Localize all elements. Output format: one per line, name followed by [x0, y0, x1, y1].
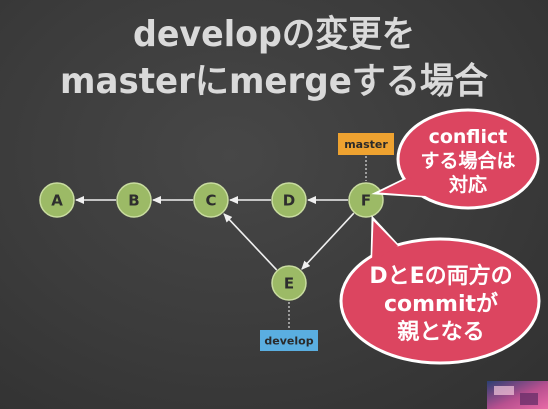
- commit-node-e: E: [271, 265, 307, 301]
- commit-node-d-label: D: [283, 192, 295, 210]
- conflict-callout: conflict する場合は 対応: [371, 108, 540, 210]
- conflict-callout-tail-join: [379, 177, 425, 196]
- parents-callout: DとEの両方の commitが 親となる: [339, 215, 541, 365]
- commit-node-c-circle: [193, 182, 229, 218]
- commit-node-a-label: A: [51, 192, 63, 210]
- commit-node-a: A: [39, 182, 75, 218]
- commit-node-b-label: B: [128, 192, 139, 210]
- presenter-video-thumbnail-shape: [520, 393, 538, 405]
- commit-node-b-circle: [116, 182, 152, 218]
- commit-node-b: B: [116, 182, 152, 218]
- commit-node-d-circle: [271, 182, 307, 218]
- master-branch-label-text: master: [344, 138, 388, 151]
- commit-node-c: C: [193, 182, 229, 218]
- edge-f-to-e: [301, 212, 355, 270]
- edge-e-to-c: [223, 213, 278, 271]
- conflict-callout-line-2: する場合は: [420, 149, 515, 172]
- master-branch-label-box: [338, 133, 394, 155]
- commit-node-a-circle: [39, 182, 75, 218]
- develop-branch-label-box: [260, 330, 318, 351]
- master-branch-label: master: [338, 133, 394, 155]
- parents-callout-line-2: commitが: [384, 291, 498, 317]
- slide-title-line-2: masterにmergeする場合: [60, 61, 488, 102]
- commit-node-f-label: F: [361, 192, 371, 210]
- parents-callout-tail-join: [372, 221, 398, 262]
- commit-node-f-circle: [348, 182, 384, 218]
- develop-branch-label-text: develop: [264, 335, 313, 348]
- commit-node-d: D: [271, 182, 307, 218]
- conflict-callout-line-3: 対応: [448, 173, 487, 196]
- parents-callout-line-1: DとEの両方の: [369, 263, 512, 289]
- conflict-callout-bubble: [396, 108, 540, 210]
- slide-title-line-1: developの変更を: [133, 13, 415, 55]
- parents-callout-bubble: [339, 237, 541, 365]
- presenter-video-thumbnail: [487, 381, 548, 409]
- develop-branch-label: develop: [260, 330, 318, 351]
- commit-node-f: F: [348, 182, 384, 218]
- presenter-video-thumbnail-highlight: [494, 386, 514, 395]
- commit-node-c-label: C: [205, 192, 216, 210]
- parents-callout-line-3: 親となる: [397, 320, 484, 345]
- commit-node-e-label: E: [284, 275, 294, 293]
- commit-node-e-circle: [271, 265, 307, 301]
- conflict-callout-line-1: conflict: [429, 126, 508, 148]
